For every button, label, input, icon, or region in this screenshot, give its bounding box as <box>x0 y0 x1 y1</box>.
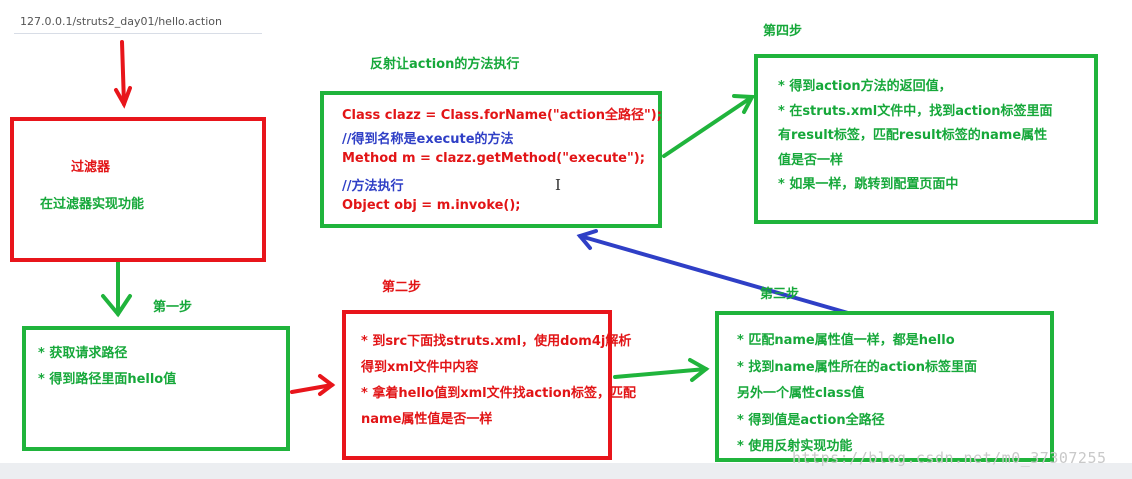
step-line: name属性值是否一样 <box>361 412 493 427</box>
filter-subtitle: 在过滤器实现功能 <box>40 197 145 212</box>
step-line: * 如果一样，跳转到配置页面中 <box>778 177 959 192</box>
step-line: 有result标签，匹配result标签的name属性 <box>778 128 1048 143</box>
code-lines: Class clazz = Class.forName("action全路径")… <box>342 104 662 220</box>
code-line: //方法执行 <box>342 178 404 194</box>
step4-box: * 得到action方法的返回值， * 在struts.xml文件中，找到acti… <box>754 54 1098 224</box>
step4-label: 第四步 <box>763 24 803 39</box>
step3-label: 第三步 <box>760 287 800 302</box>
step-line: * 得到action方法的返回值， <box>778 79 952 94</box>
code-box: Class clazz = Class.forName("action全路径")… <box>320 91 662 228</box>
filter-title: 过滤器 <box>71 160 111 175</box>
code-line: Object obj = m.invoke(); <box>342 198 521 213</box>
text-cursor-icon: I <box>555 176 561 194</box>
step-line: * 使用反射实现功能 <box>737 439 853 454</box>
step-line: * 找到name属性所在的action标签里面 <box>737 359 978 375</box>
step3-box: * 匹配name属性值一样，都是hello * 找到name属性所在的action… <box>715 311 1054 462</box>
step-line: 另外一个属性class值 <box>737 386 865 401</box>
step2-box: * 到src下面找struts.xml，使用dom4j解析得到xml文件中内容 *… <box>342 310 636 460</box>
address-bar[interactable]: 127.0.0.1/struts2_day01/hello.action <box>14 10 262 34</box>
step-line: * 匹配name属性值一样，都是hello <box>737 333 955 348</box>
code-line: //得到名称是execute的方法 <box>342 131 514 147</box>
step-line: * 得到值是action全路径 <box>737 412 885 428</box>
step-line: 值是否一样 <box>778 152 844 168</box>
step-line: * 得到路径里面hello值 <box>38 372 177 387</box>
step-line: * 获取请求路径 <box>38 346 128 361</box>
step-line: * 到src下面找struts.xml，使用dom4j解析 <box>361 334 632 349</box>
code-line: Method m = clazz.getMethod("execute"); <box>342 151 645 166</box>
filter-box: 过滤器 在过滤器实现功能 <box>10 117 266 262</box>
arrow-step2-to-step3 <box>613 358 710 382</box>
step2-label: 第二步 <box>382 280 422 295</box>
step-line: * 拿着hello值到xml文件找action标签，匹配 <box>361 386 636 401</box>
code-line: Class clazz = Class.forName("action全路径")… <box>342 108 662 123</box>
step-line: 得到xml文件中内容 <box>361 360 479 375</box>
reflect-label: 反射让action的方法执行 <box>370 57 520 72</box>
bottom-strip <box>0 463 1132 479</box>
step-line: * 在struts.xml文件中，找到action标签里面 <box>778 103 1053 119</box>
arrow-filter-to-step1 <box>101 260 132 318</box>
arrow-step1-to-step2 <box>290 374 336 396</box>
arrow-code-to-step4 <box>662 94 756 158</box>
arrow-url-to-filter <box>114 40 132 109</box>
watermark: https://blog.csdn.net/m0_37307255 <box>792 449 1107 467</box>
step1-box: * 获取请求路径 * 得到路径里面hello值 <box>22 326 290 451</box>
step1-label: 第一步 <box>153 300 193 315</box>
arrow-step3-to-code <box>576 229 850 315</box>
